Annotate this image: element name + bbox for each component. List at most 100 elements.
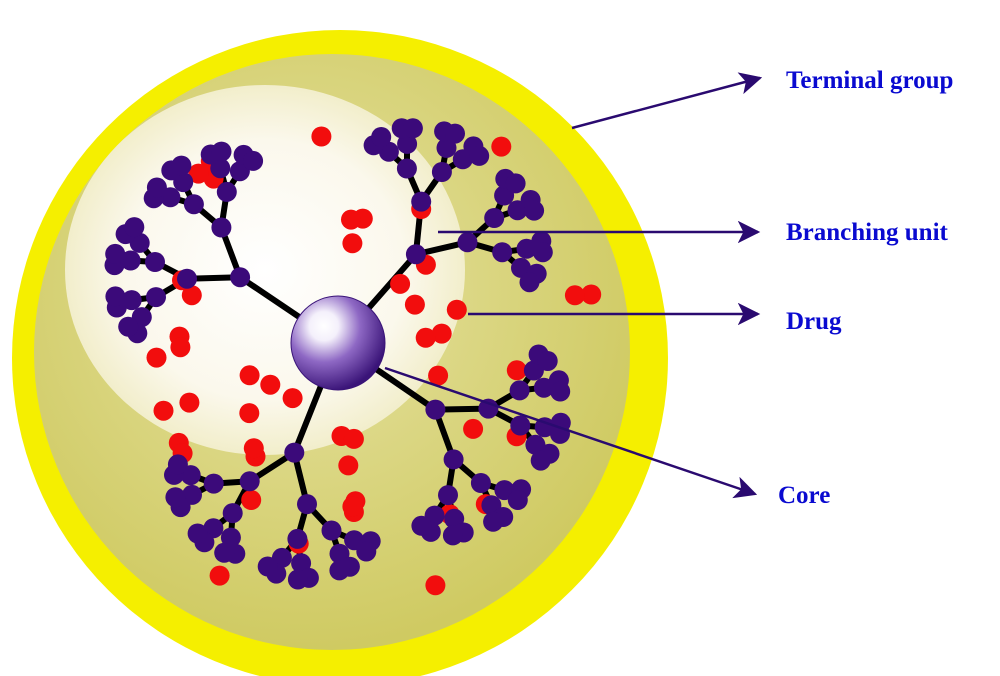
drug-molecule [428, 365, 449, 386]
terminal-group-arrow [571, 72, 763, 130]
terminal-group-node [530, 450, 551, 471]
terminal-group-node [371, 127, 392, 147]
terminal-group-node [329, 560, 350, 581]
branching-unit-node [145, 252, 165, 272]
drug-molecule [243, 438, 264, 459]
branching-unit-node [216, 181, 237, 202]
terminal-group-node [211, 141, 232, 162]
terminal-group-node [402, 118, 423, 139]
branching-unit-node [516, 238, 537, 259]
drug-molecule [343, 428, 364, 449]
terminal-group-node [187, 523, 208, 544]
terminal-group-node [505, 173, 526, 194]
branching-unit-node [457, 232, 478, 253]
terminal-group-node [519, 272, 540, 293]
bond [291, 377, 327, 456]
branching-unit-node [220, 527, 241, 548]
drug-molecule [209, 565, 230, 586]
terminal-group-node [411, 515, 432, 536]
drug-molecule [239, 365, 260, 386]
branching-unit-node [425, 399, 446, 420]
drug-molecule [463, 418, 484, 439]
branching-unit-node [443, 449, 464, 470]
core-arrow [384, 366, 758, 499]
branching-unit-node [321, 520, 342, 541]
drug-molecule [342, 496, 363, 517]
branching-unit-node [291, 553, 312, 574]
branching-unit-node [211, 217, 232, 238]
branching-unit-node [203, 473, 224, 494]
drug-molecule [431, 323, 452, 344]
branching-unit-node [405, 244, 426, 265]
branching-unit-node [120, 250, 141, 271]
drug-molecule [342, 233, 363, 254]
drug-label: Drug [786, 308, 842, 335]
terminal-group-node [257, 556, 278, 577]
branching-unit-node [284, 442, 305, 463]
terminal-group-node [483, 511, 504, 532]
terminal-group-node [550, 381, 571, 402]
bond [237, 274, 308, 324]
drug-molecule [153, 400, 174, 421]
drug-molecule [415, 327, 436, 348]
terminal-group-node [524, 200, 545, 221]
drug-molecule [404, 294, 425, 315]
drug-molecule [390, 273, 411, 294]
bond [368, 362, 439, 413]
branching-unit-label: Branching unit [786, 219, 948, 246]
terminal-group-node [167, 454, 188, 475]
branching-unit-node [239, 471, 260, 492]
branch-nodes [104, 118, 571, 590]
branching-unit-node [177, 268, 197, 289]
branching-unit-node [121, 290, 142, 311]
terminal-group-node [243, 150, 264, 171]
terminal-group-node [287, 569, 308, 590]
drug-molecule [179, 392, 200, 413]
drug-molecule [282, 388, 303, 409]
branching-unit-node [222, 503, 243, 524]
drug-molecule [181, 285, 202, 306]
terminal-group-node [124, 217, 145, 238]
terminal-group-node [118, 316, 139, 337]
terminal-group-node [445, 123, 465, 144]
terminal-group-node [146, 177, 167, 198]
terminal-group-label: Terminal group [786, 67, 954, 94]
drug-molecule [260, 374, 281, 395]
core-label: Core [778, 482, 831, 509]
drug-molecule [446, 299, 467, 320]
drug-molecule [564, 285, 585, 306]
terminal-group-node [105, 286, 126, 307]
branching-unit-node [431, 162, 452, 182]
drug-molecule [425, 575, 446, 596]
drug-molecule [241, 490, 262, 510]
drug-molecule [239, 403, 260, 424]
terminal-group-node [507, 490, 528, 510]
branching-unit-node [183, 194, 204, 215]
core-sphere-icon [290, 295, 386, 391]
branching-unit-node [533, 377, 554, 398]
branching-unit-node [146, 287, 166, 308]
branching-unit-node [534, 417, 555, 438]
branching-unit-node [492, 242, 513, 263]
branching-unit-node [438, 485, 458, 506]
branching-unit-node [509, 380, 530, 401]
terminal-group-node [356, 541, 377, 562]
branching-unit-node [470, 473, 491, 493]
drug-molecule [581, 284, 602, 305]
branching-unit-node [396, 158, 417, 179]
branching-unit-node [230, 267, 251, 288]
terminal-group-node [214, 542, 235, 563]
terminal-group-node [442, 525, 463, 546]
branching-unit-node [287, 528, 308, 549]
drug-molecule [341, 209, 361, 230]
drug-molecule [311, 126, 332, 147]
branching-unit-node [510, 415, 531, 436]
terminal-group-node [105, 243, 126, 264]
drug-molecule [146, 347, 167, 368]
drug-molecule [338, 455, 359, 476]
drug-molecule [506, 360, 527, 381]
branching-unit-node [397, 133, 418, 154]
drug-molecule [188, 163, 209, 184]
terminal-group-node [537, 351, 558, 371]
